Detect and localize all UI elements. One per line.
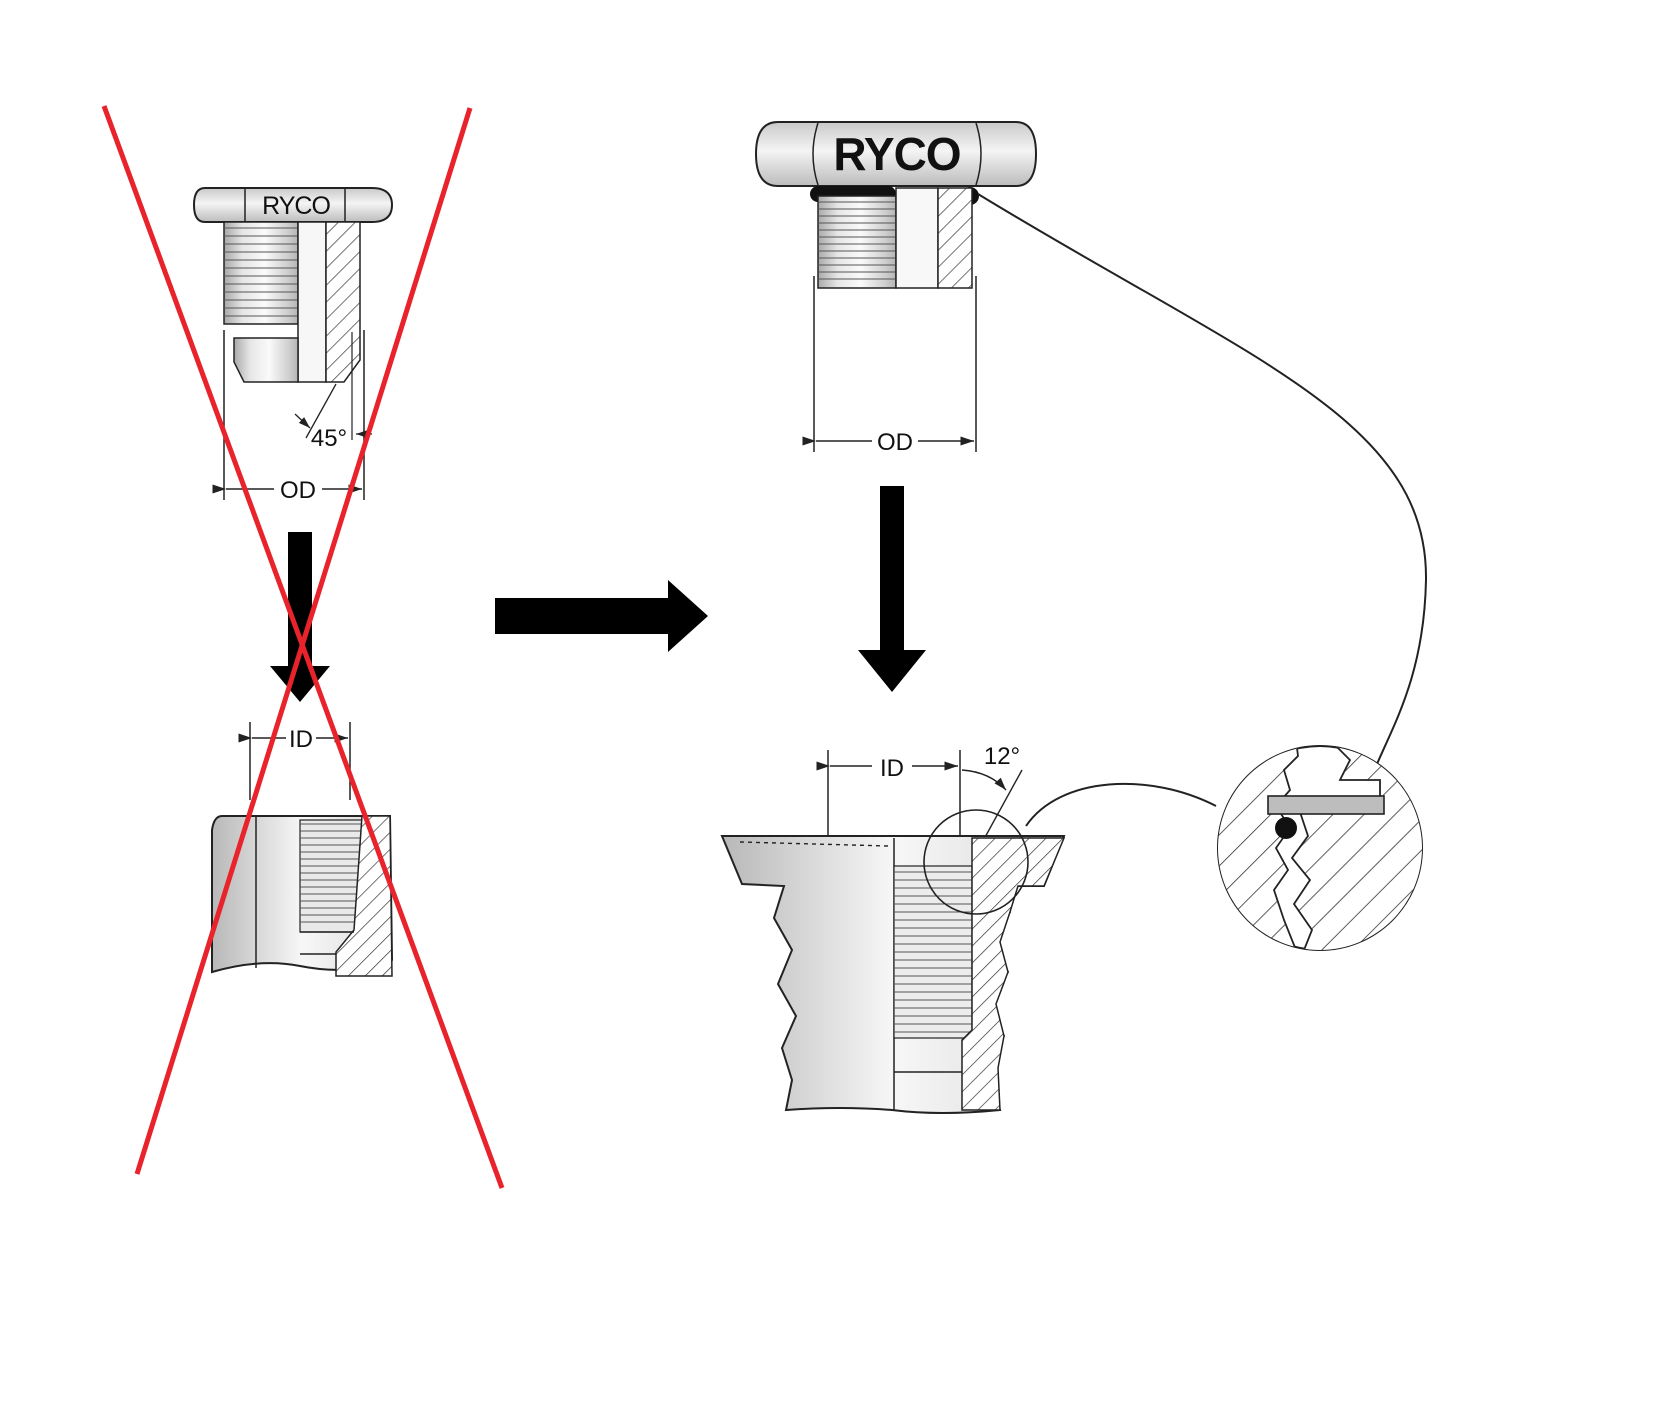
left-port-thread-area: [299, 819, 363, 933]
detail-oring: [1275, 817, 1297, 839]
left-thread-section: [325, 221, 361, 383]
leader-line-oring: [977, 193, 1428, 777]
right-port-thread-lines: [894, 871, 972, 1033]
left-down-arrow: [270, 532, 330, 702]
right-thread-body: [817, 195, 897, 289]
right-hex-edge-a: [812, 122, 819, 186]
left-id-label: ID: [289, 726, 313, 753]
right-port-face-dashed: [739, 841, 889, 847]
left-angle-label: 45°: [311, 425, 347, 452]
right-thread-lines: [818, 201, 896, 280]
detail-fitting-section: [1290, 746, 1422, 950]
detail-view: [1217, 745, 1423, 951]
left-od-label: OD: [280, 477, 316, 504]
left-thread-body: [223, 221, 299, 325]
left-nose: [233, 337, 299, 383]
right-angle-arc: [961, 769, 1007, 791]
right-brand-text: RYCO: [833, 128, 960, 180]
right-female-port: ID 12°: [720, 743, 1066, 1114]
detail-seal-gap: [1267, 795, 1385, 815]
right-hex-nut: [754, 121, 1038, 187]
center-right-arrow: [495, 580, 708, 652]
left-hex-nut: [192, 187, 394, 223]
right-angle-label: 12°: [984, 743, 1020, 770]
right-down-arrow: [858, 486, 926, 692]
left-angle-line: [305, 383, 337, 439]
right-male-fitting: RYCO OD: [754, 121, 1038, 456]
left-thread-lines: [224, 227, 298, 317]
right-hex-edge-b: [975, 122, 982, 186]
left-angle-arrow: [294, 413, 311, 429]
detail-callout-circle: [923, 809, 1029, 915]
right-thread-section: [937, 187, 973, 289]
leader-line-port: [1025, 782, 1217, 827]
left-brand-text: RYCO: [262, 192, 330, 220]
right-od-label: OD: [877, 429, 913, 456]
cross-out-mark: [101, 105, 505, 1189]
right-id-label: ID: [880, 755, 904, 782]
left-male-fitting: RYCO OD 45°: [192, 187, 394, 504]
right-bore: [895, 187, 939, 289]
left-port-thread-lines: [300, 823, 362, 923]
cross-out-line-b: [134, 107, 473, 1175]
right-port-section: [961, 837, 1066, 1111]
left-bore: [297, 221, 327, 383]
